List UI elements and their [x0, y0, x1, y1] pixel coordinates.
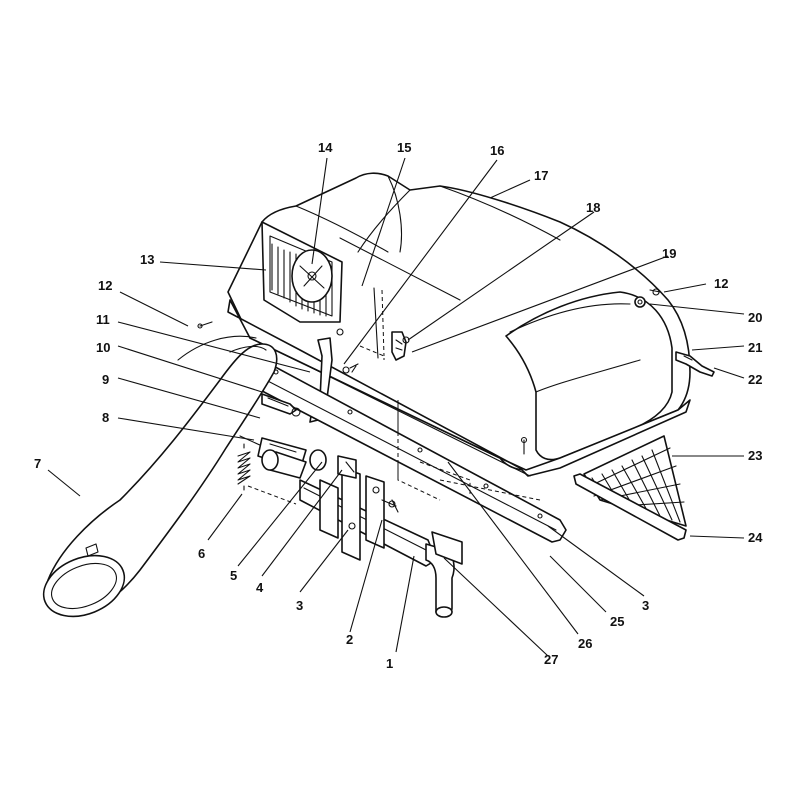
leader-lines	[47, 157, 745, 657]
callout-13: 13	[140, 252, 154, 267]
callout-4: 4	[256, 580, 264, 595]
callout-12-left: 12	[98, 278, 112, 293]
right-hardware	[634, 288, 715, 377]
callout-labels: 14 15 16 17 18 13 19 12 12 20 11 21 10 2…	[34, 140, 763, 671]
knob-handle	[261, 393, 301, 417]
left-screw	[197, 321, 213, 329]
callout-19: 19	[662, 246, 676, 261]
callout-15: 15	[397, 140, 411, 155]
callout-22: 22	[748, 372, 762, 387]
callout-5: 5	[230, 568, 237, 583]
mounting-plate	[359, 287, 441, 501]
callout-12-right: 12	[714, 276, 728, 291]
callout-10: 10	[96, 340, 110, 355]
hood-pin	[520, 436, 528, 455]
callout-7: 7	[34, 456, 41, 471]
axle-tube	[261, 449, 463, 618]
callout-1: 1	[386, 656, 393, 671]
latch-bracket	[336, 328, 410, 374]
callout-9: 9	[102, 372, 109, 387]
callout-16: 16	[490, 143, 504, 158]
rear-screen	[573, 435, 687, 541]
callout-21: 21	[748, 340, 762, 355]
hood-housing	[227, 172, 691, 477]
discharge-opening	[261, 221, 343, 323]
callout-20: 20	[748, 310, 762, 325]
callout-8: 8	[102, 410, 109, 425]
callout-27: 27	[544, 652, 558, 667]
callout-18: 18	[586, 200, 600, 215]
discharge-chute	[42, 335, 278, 618]
callout-14: 14	[318, 140, 333, 155]
callout-11: 11	[96, 312, 110, 327]
callout-3-left: 3	[296, 598, 303, 613]
callout-24: 24	[748, 530, 763, 545]
callout-6: 6	[198, 546, 205, 561]
callout-23: 23	[748, 448, 762, 463]
callout-3-right: 3	[642, 598, 649, 613]
callout-2: 2	[346, 632, 353, 647]
callout-17: 17	[534, 168, 548, 183]
callout-26: 26	[578, 636, 592, 651]
callout-25: 25	[610, 614, 624, 629]
spring	[237, 443, 251, 491]
